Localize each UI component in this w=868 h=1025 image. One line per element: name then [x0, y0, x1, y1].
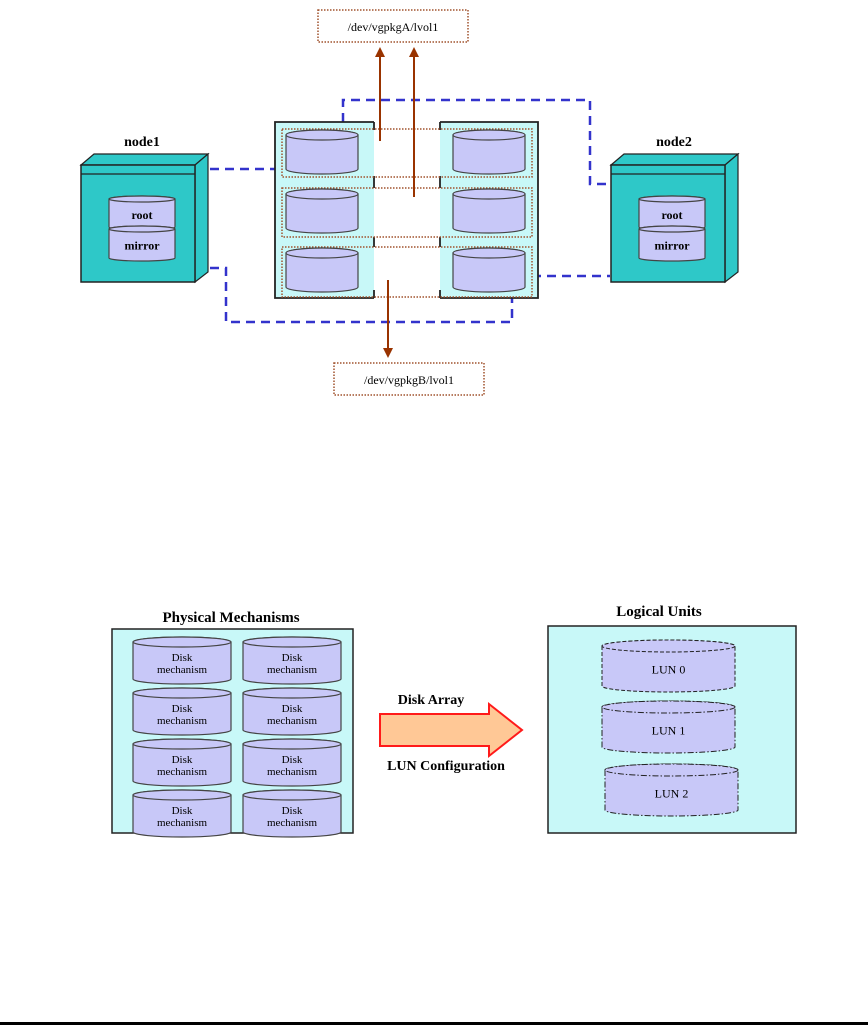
lun-0: LUN 0 — [601, 639, 736, 693]
arrow-label-bottom: LUN Configuration — [387, 759, 505, 774]
node2: node2 root mirror — [609, 135, 740, 284]
connector-node1-array-bottom — [210, 266, 514, 324]
node1-disk-root-label: root — [131, 208, 152, 222]
physical-disk-7-label: mechanism — [157, 817, 208, 829]
array-disks — [285, 129, 526, 293]
config-arrow — [379, 701, 524, 759]
volume-label-b: /dev/vgpkgB/lvol1 — [364, 373, 454, 387]
disk-array — [274, 121, 539, 299]
lun-1: LUN 1 — [601, 700, 736, 754]
lun-0-label: LUN 0 — [652, 663, 686, 677]
node2-disk-root-label: root — [661, 208, 682, 222]
node2-disk-root: root — [638, 195, 706, 231]
node1-disk-root: root — [108, 195, 176, 231]
node1-disk-mirror: mirror — [108, 225, 176, 262]
connectors — [210, 98, 610, 324]
physical-disk-7-label: Disk — [172, 805, 193, 817]
node2-disk-mirror-label: mirror — [654, 239, 690, 253]
volume-box-b: /dev/vgpkgB/lvol1 — [333, 362, 485, 396]
volume-label-a: /dev/vgpkgA/lvol1 — [348, 20, 439, 34]
lun-2-label: LUN 2 — [655, 787, 689, 801]
volume-arrows — [375, 47, 419, 358]
lun-1-label: LUN 1 — [652, 724, 686, 738]
physical-title: Physical Mechanisms — [162, 610, 299, 626]
physical-disk-6-label: Disk — [282, 754, 303, 766]
lun-2: LUN 2 — [604, 763, 739, 817]
physical-disk-8-label: Disk — [282, 805, 303, 817]
node1-disks: root mirror — [108, 195, 176, 262]
node2-disk-mirror: mirror — [638, 225, 706, 262]
node2-disks: root mirror — [638, 195, 706, 262]
array-disk-r3-left — [285, 247, 359, 293]
physical-disk-4-label: Disk — [282, 703, 303, 715]
node1-label: node1 — [124, 135, 160, 150]
physical-disks: DiskmechanismDiskmechanismDiskmechanismD… — [132, 636, 342, 838]
array-disk-r1-right — [452, 129, 526, 175]
physical-disk-8-label: mechanism — [267, 817, 318, 829]
page-bottom-rule — [0, 1022, 868, 1025]
physical-disk-2-label: mechanism — [267, 664, 318, 676]
volume-box-a: /dev/vgpkgA/lvol1 — [317, 9, 469, 43]
array-disk-r3-right — [452, 247, 526, 293]
bottom-diagram: Physical Mechanisms DiskmechanismDiskmec… — [111, 604, 797, 838]
physical-disk-6-label: mechanism — [267, 766, 318, 778]
physical-disk-5-label: Disk — [172, 754, 193, 766]
array-row-1 — [281, 128, 533, 178]
physical-disk-3-label: mechanism — [157, 715, 208, 727]
physical-disk-3-label: Disk — [172, 703, 193, 715]
logical-disks: LUN 0 LUN 1 LUN 2 — [601, 639, 739, 817]
array-disk-r1-left — [285, 129, 359, 175]
physical-disk-4-label: mechanism — [267, 715, 318, 727]
array-row-2 — [281, 187, 533, 238]
physical-disk-2-label: Disk — [282, 652, 303, 664]
array-disk-r2-left — [285, 188, 359, 234]
node1: node1 root mirror — [79, 135, 210, 284]
arrow-label-top: Disk Array — [398, 693, 465, 708]
physical-disk-1-label: Disk — [172, 652, 193, 664]
node1-disk-mirror-label: mirror — [124, 239, 160, 253]
top-diagram: /dev/vgpkgA/lvol1 /dev/vgpkgB/lvol1 — [79, 9, 740, 396]
physical-disk-1-label: mechanism — [157, 664, 208, 676]
physical-disk-5-label: mechanism — [157, 766, 208, 778]
node2-label: node2 — [656, 135, 692, 150]
logical-title: Logical Units — [616, 604, 702, 620]
array-disk-r2-right — [452, 188, 526, 234]
